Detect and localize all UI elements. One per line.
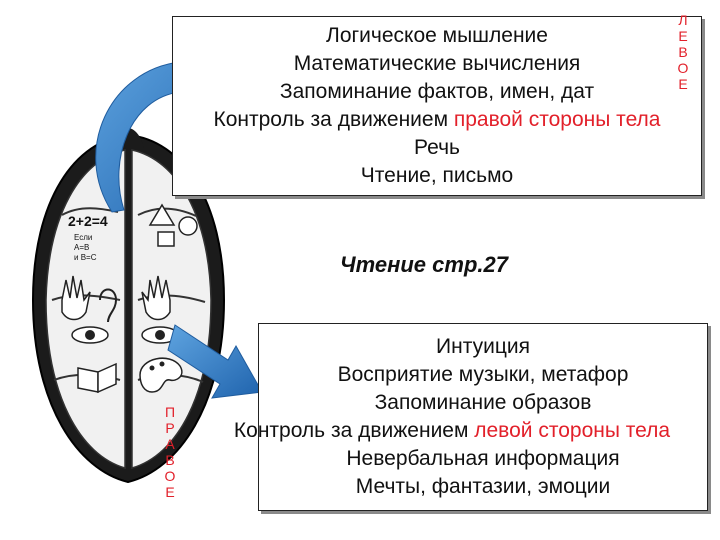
top-control-highlight: правой стороны тела	[453, 108, 661, 131]
top-line-3: Запоминание фактов, имен, дат	[279, 80, 595, 103]
top-line-6: Чтение, письмо	[360, 164, 514, 187]
right-label-letter: Р	[165, 420, 175, 436]
top-line-1: Логическое мышление	[326, 24, 548, 47]
reading-title: Чтение стр.27	[340, 252, 508, 277]
top-line-2: Математические вычисления	[293, 52, 581, 75]
right-hemisphere-label: П Р А В О Е	[159, 404, 181, 500]
right-label-letter: П	[164, 404, 176, 420]
top-control-prefix: Контроль за движением	[213, 108, 454, 131]
top-line-5: Речь	[414, 136, 460, 159]
math-formula: 2+2=4 Если А=В и В=С	[68, 213, 108, 262]
bottom-line-2: Восприятие музыки, метафор	[337, 363, 629, 386]
left-label-letter: Е	[678, 76, 688, 92]
left-hemisphere-box: Логическое мышление Математические вычис…	[172, 16, 702, 196]
bottom-line-6: Мечты, фантазии, эмоции	[355, 475, 611, 498]
ear-icon	[99, 288, 118, 323]
svg-text:Если: Если	[74, 233, 92, 242]
arrow-to-bottom-box	[167, 324, 263, 399]
right-label-letter: Е	[165, 484, 175, 500]
right-label-letter: А	[165, 436, 175, 452]
svg-text:2+2=4: 2+2=4	[68, 213, 108, 229]
shapes-icon	[148, 203, 198, 247]
bottom-line-5: Невербальная информация	[346, 447, 620, 470]
bottom-line-3: Запоминание образов	[374, 391, 592, 414]
bottom-line-1: Интуиция	[436, 335, 530, 358]
bottom-control-line: Контроль за движением левой стороны тела	[187, 418, 717, 444]
bottom-control-prefix: Контроль за движением	[233, 419, 475, 442]
right-label-letter: О	[164, 468, 176, 484]
svg-text:А=В: А=В	[74, 243, 89, 252]
palette-icon	[139, 357, 183, 393]
left-label-letter: В	[678, 44, 688, 60]
svg-text:и В=С: и В=С	[74, 253, 97, 262]
right-label-letter: В	[165, 452, 175, 468]
right-hand-icon	[141, 275, 171, 321]
left-label-letter: Л	[678, 12, 688, 28]
brain-illustration: 2+2=4 Если А=В и В=С	[31, 128, 226, 484]
left-label-letter: Е	[678, 28, 688, 44]
eye-icon-right	[141, 326, 179, 344]
left-hand-icon	[61, 275, 91, 321]
bottom-control-highlight: левой стороны тела	[474, 419, 671, 442]
eye-icon-left	[71, 326, 109, 344]
book-icon	[77, 362, 117, 394]
top-control-line: Контроль за движением правой стороны тел…	[173, 107, 701, 133]
left-hemisphere-label: Л Е В О Е	[672, 12, 694, 92]
left-label-letter: О	[677, 60, 689, 76]
right-hemisphere-box: Интуиция Восприятие музыки, метафор Запо…	[234, 323, 708, 511]
